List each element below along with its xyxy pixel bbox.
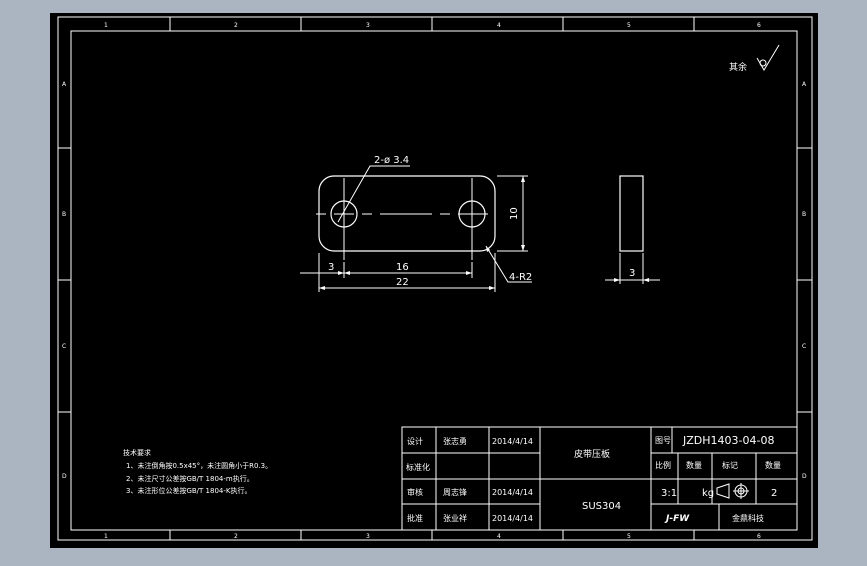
zone-row-d-right: D bbox=[802, 473, 807, 480]
centerlines bbox=[316, 178, 488, 260]
side-dim-arrows bbox=[614, 278, 649, 282]
zone-col-1-bottom: 1 bbox=[104, 533, 108, 540]
zone-col-2-bottom: 2 bbox=[234, 533, 238, 540]
tech-req-line-2: 2、未注尺寸公差按GB/T 1804-m执行。 bbox=[126, 474, 254, 483]
tb-qty-value: 2 bbox=[771, 488, 777, 499]
tb-header-mark: 标记 bbox=[722, 460, 738, 470]
drawing-sheet bbox=[50, 13, 818, 548]
surface-finish-label: 其余 bbox=[729, 61, 747, 73]
outer-frame bbox=[57, 16, 813, 541]
dimension-lines bbox=[300, 165, 532, 292]
tb-drawing-no: JZDH1403-04-08 bbox=[682, 434, 774, 447]
tb-part-name: 皮带压板 bbox=[574, 448, 610, 460]
title-block-text: 设计 标准化 审核 批准 张志勇 周志锋 张业祥 2014/4/14 2014/… bbox=[406, 434, 781, 524]
radius-callout: 4-R2 bbox=[509, 272, 532, 283]
tech-req-line-3: 3、未注形位公差按GB/T 1804-K执行。 bbox=[126, 486, 251, 495]
title-block bbox=[401, 426, 798, 531]
zone-col-5-bottom: 5 bbox=[627, 533, 631, 540]
tb-company-name: 金鼎科技 bbox=[732, 513, 764, 523]
zone-col-1-top: 1 bbox=[104, 22, 108, 29]
tech-req-title: 技术要求 bbox=[123, 448, 151, 457]
tb-label-approve: 批准 bbox=[407, 513, 423, 523]
zone-row-a-left: A bbox=[62, 81, 67, 88]
zone-row-b-right: B bbox=[802, 211, 806, 218]
zone-col-3-bottom: 3 bbox=[366, 533, 370, 540]
dim-height-text: 10 bbox=[509, 207, 520, 220]
zone-row-c-right: C bbox=[802, 343, 806, 350]
dim-thickness-text: 3 bbox=[629, 268, 635, 279]
projection-symbol-icon bbox=[716, 483, 749, 499]
tb-material: SUS304 bbox=[582, 501, 621, 512]
tb-label-design: 设计 bbox=[407, 436, 423, 446]
zone-ticks bbox=[58, 17, 812, 540]
zone-col-6-top: 6 bbox=[757, 22, 761, 29]
tb-date-review: 2014/4/14 bbox=[492, 488, 533, 497]
zone-col-5-top: 5 bbox=[627, 22, 631, 29]
hole-callout: 2-ø 3.4 bbox=[374, 155, 409, 166]
dim-hole-spacing-text: 16 bbox=[396, 262, 409, 273]
zone-col-3-top: 3 bbox=[366, 22, 370, 29]
zone-row-d-left: D bbox=[62, 473, 67, 480]
side-outline bbox=[619, 175, 644, 252]
dim-edge-text: 3 bbox=[328, 262, 334, 273]
tb-header-quantity: 数量 bbox=[686, 460, 702, 470]
zone-row-c-left: C bbox=[62, 343, 66, 350]
zone-col-4-bottom: 4 bbox=[497, 533, 501, 540]
surface-finish-icon bbox=[756, 44, 780, 71]
surface-finish-note: 其余 bbox=[729, 44, 780, 73]
dimension-texts: 2-ø 3.4 10 3 16 22 4-R2 bbox=[328, 155, 532, 288]
dim-length-text: 22 bbox=[396, 277, 409, 288]
zone-row-b-left: B bbox=[62, 211, 66, 218]
tech-req-line-1: 1、未注倒角按0.5x45°，未注圆角小于R0.3。 bbox=[126, 461, 272, 470]
tb-name-review: 周志锋 bbox=[443, 487, 467, 497]
technical-requirements: 技术要求 1、未注倒角按0.5x45°，未注圆角小于R0.3。 2、未注尺寸公差… bbox=[123, 448, 272, 495]
tb-name-design: 张志勇 bbox=[443, 436, 467, 446]
zone-row-a-right: A bbox=[802, 81, 807, 88]
zone-col-6-bottom: 6 bbox=[757, 533, 761, 540]
tb-unit: kg bbox=[702, 488, 714, 499]
tb-company-logo: J-FW bbox=[664, 514, 690, 524]
tb-header-scale: 比例 bbox=[655, 460, 671, 470]
zone-col-2-top: 2 bbox=[234, 22, 238, 29]
tb-date-design: 2014/4/14 bbox=[492, 437, 533, 446]
zone-labels: 1 2 3 4 5 6 1 2 3 4 5 6 A B C D A B C D bbox=[62, 22, 807, 540]
tb-label-review: 审核 bbox=[407, 487, 423, 497]
tb-name-approve: 张业祥 bbox=[443, 513, 467, 523]
tb-date-approve: 2014/4/14 bbox=[492, 514, 533, 523]
zone-col-4-top: 4 bbox=[497, 22, 501, 29]
dimension-arrows bbox=[319, 176, 525, 290]
tb-label-standard: 标准化 bbox=[406, 462, 430, 472]
tb-scale-value: 3:1 bbox=[661, 488, 677, 499]
tb-header-count: 数量 bbox=[765, 460, 781, 470]
tb-drawing-no-label: 图号 bbox=[655, 436, 671, 445]
